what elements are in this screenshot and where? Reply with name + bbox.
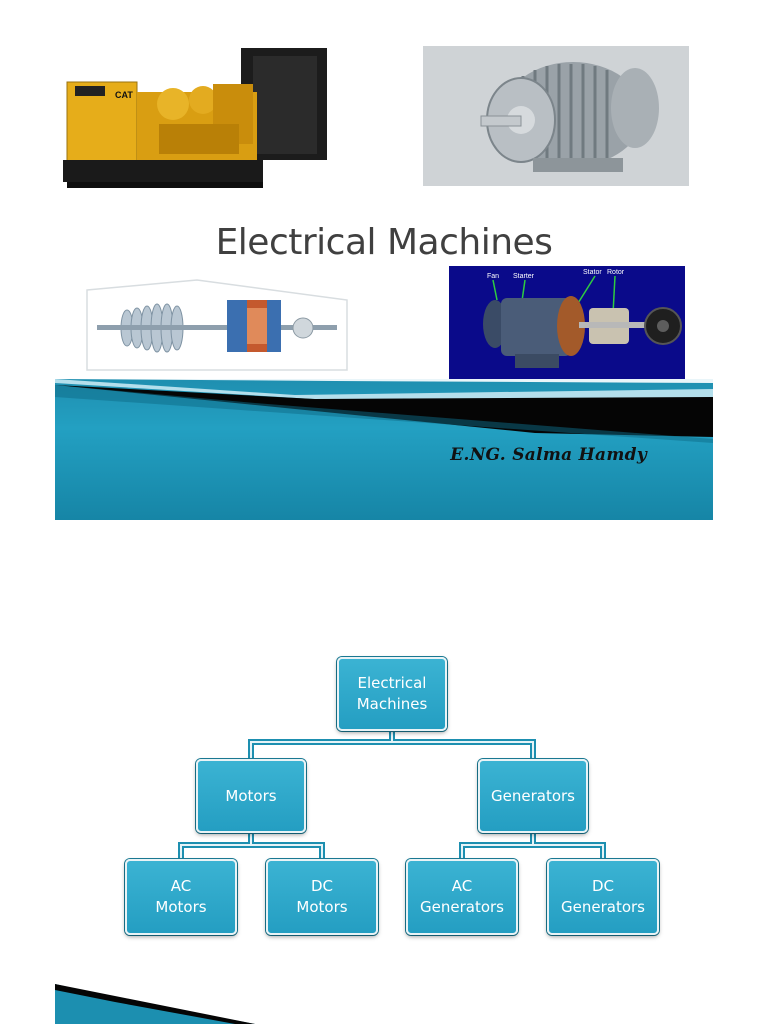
- title-slide: CAT Electrical Machin: [55, 34, 713, 520]
- corner-decoration: [55, 984, 255, 1024]
- turbine-diagram: [77, 270, 355, 380]
- svg-text:Fan: Fan: [487, 273, 499, 280]
- author-name: E.NG. Salma Hamdy: [450, 445, 647, 465]
- node-motors: Motors: [196, 759, 306, 833]
- generator-photo: CAT: [63, 42, 329, 190]
- slide-title: Electrical Machines: [215, 222, 553, 263]
- node-generators: Generators: [478, 759, 588, 833]
- diagram-connectors: [178, 730, 606, 860]
- svg-text:Starter: Starter: [513, 273, 535, 280]
- svg-text:Rotor: Rotor: [607, 269, 625, 276]
- cat-logo: CAT: [115, 90, 133, 100]
- decorative-band: E.NG. Salma Hamdy: [55, 379, 713, 520]
- svg-text:Stator: Stator: [583, 269, 602, 276]
- motor-cutaway-diagram: Fan Starter Stator Rotor: [449, 266, 685, 390]
- motor-photo: [423, 46, 689, 186]
